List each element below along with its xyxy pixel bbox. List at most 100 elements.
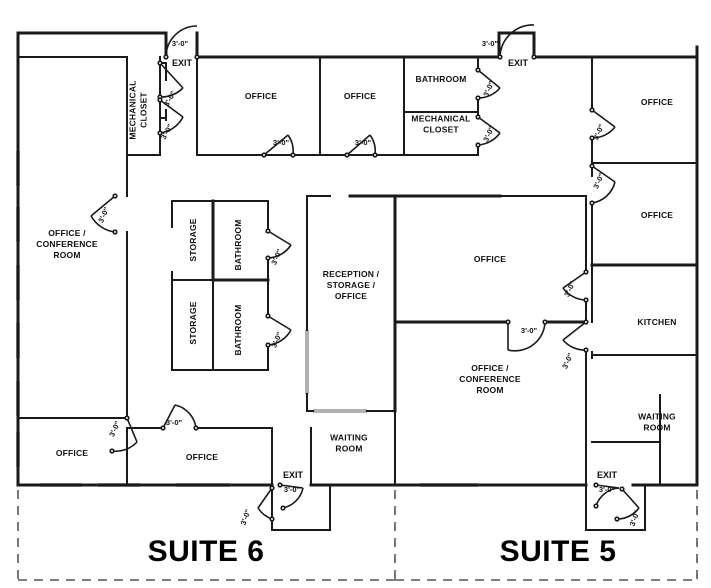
room-label-bathroom-top-right: BATHROOM (415, 74, 466, 84)
room-label-office-bottom-mid: OFFICE (186, 452, 218, 462)
suite-label-suite-6: SUITE 6 (148, 535, 265, 568)
door-office-conference-left (90, 193, 118, 235)
walls-exit-vestibule-right (585, 484, 646, 531)
room-label-waiting-room-right-line-0: WAITING (638, 412, 676, 422)
room-label-office-bottom-mid-line-0: OFFICE (186, 452, 218, 462)
room-label-office-conference-room-right-line-0: OFFICE / (471, 363, 509, 373)
room-label-office-top-2-line-0: OFFICE (344, 91, 376, 101)
room-label-office-center-right: OFFICE (474, 254, 506, 264)
exit-label-exit-top-right: EXIT (508, 58, 529, 68)
room-label-bathroom-lower: BATHROOM (233, 304, 243, 355)
room-label-reception-storage-office-line-2: OFFICE (335, 291, 367, 301)
door-office-bottom-mid (160, 404, 199, 431)
walls-bottom-left (126, 427, 273, 486)
exit-label-exit-bottom-left: EXIT (283, 470, 304, 480)
door-exit-top-right (497, 24, 537, 60)
door-office-right-1 (589, 107, 616, 141)
dimension-dim-14: 3'-0" (521, 326, 538, 335)
room-label-waiting-room-left-line-1: ROOM (335, 444, 362, 454)
dimension-dim-5: 3'-0" (273, 138, 290, 147)
interior-walls-left (17, 56, 167, 419)
door-office-right-2 (589, 163, 616, 206)
door-office-bottom-left (109, 415, 138, 454)
dimension-dim-6-line-0: 3'-0" (355, 138, 372, 147)
dimension-dim-21-line-0: 3'-0" (599, 485, 616, 494)
room-label-office-conference-room-left-line-0: OFFICE / (48, 228, 86, 238)
door-exit-bottom-right-outer (593, 482, 620, 509)
dimension-dim-19-line-0: 3'-0" (284, 485, 301, 494)
room-label-reception-storage-office-line-1: STORAGE / (327, 280, 376, 290)
room-label-reception-storage-office-line-0: RECEPTION / (323, 269, 380, 279)
room-label-office-right-1-line-0: OFFICE (641, 97, 673, 107)
room-label-office-conference-room-left-line-2: ROOM (53, 250, 80, 260)
room-label-bathroom-upper: BATHROOM (233, 219, 243, 270)
room-label-office-top-1-line-0: OFFICE (245, 91, 277, 101)
door-exit-top-left (163, 25, 200, 60)
suite-boundaries (17, 490, 698, 581)
exit-label-exit-top-left-line-0: EXIT (172, 58, 193, 68)
interior-walls-topright (403, 56, 479, 156)
room-label-mechanical-closet-right-line-1: CLOSET (423, 125, 459, 135)
dimension-dim-18-line-0: 3'-0" (166, 418, 183, 427)
door-bathroom-top-right (475, 67, 501, 101)
walls-reception-right (348, 194, 502, 413)
walls-bathroom-divider (211, 199, 270, 282)
dimension-dim-1-line-0: 3'-0" (172, 39, 189, 48)
dimension-dim-7: 3'-0" (482, 39, 499, 48)
room-label-waiting-room-left-line-0: WAITING (330, 433, 368, 443)
walls-storage-bath (171, 200, 214, 371)
room-label-office-conference-room-left-line-1: CONFERENCE (36, 239, 98, 249)
interior-walls-right (591, 56, 698, 266)
door-exit-bottom-right-inner (614, 486, 640, 522)
suite-label-suite-6-line-0: SUITE 6 (148, 535, 265, 568)
door-exit-bottom-left-outer (277, 482, 304, 511)
door-office-conference-right-lower (562, 319, 589, 353)
walls-center-right (499, 195, 587, 486)
dimension-dim-7-line-0: 3'-0" (482, 39, 499, 48)
door-mechanical-closet-left-upper (157, 60, 184, 100)
suite-label-suite-5: SUITE 5 (500, 535, 617, 568)
door-office-conference-right-upper (505, 319, 548, 352)
walls-exit-vestibule-left (271, 484, 331, 531)
room-label-office-bottom-left-line-0: OFFICE (56, 448, 88, 458)
suite-label-suite-5-line-0: SUITE 5 (500, 535, 617, 568)
room-label-office-top-2: OFFICE (344, 91, 376, 101)
room-label-storage-lower-line-0: STORAGE (188, 301, 198, 344)
room-label-office-bottom-left: OFFICE (56, 448, 88, 458)
dimension-dim-19: 3'-0" (284, 485, 301, 494)
room-label-reception-storage-office: RECEPTION /STORAGE /OFFICE (323, 269, 380, 301)
door-bathroom-lower (265, 313, 292, 348)
room-label-bathroom-top-right-line-0: BATHROOM (415, 74, 466, 84)
exit-label-exit-bottom-left-line-0: EXIT (283, 470, 304, 480)
room-label-office-right-2-line-0: OFFICE (641, 210, 673, 220)
room-label-storage-upper: STORAGE (188, 218, 198, 261)
room-label-storage-lower: STORAGE (188, 301, 198, 344)
room-label-storage-upper-line-0: STORAGE (188, 218, 198, 261)
exit-label-exit-bottom-right: EXIT (597, 470, 618, 480)
dimension-dim-6: 3'-0" (355, 138, 372, 147)
interior-walls-right-lower (591, 264, 698, 486)
room-label-office-top-1: OFFICE (245, 91, 277, 101)
room-label-waiting-room-right-line-1: ROOM (643, 423, 670, 433)
walls-bathroom-outer (212, 200, 269, 371)
room-label-mechanical-closet-left: MECHANICALCLOSET (128, 80, 149, 139)
room-label-office-right-2: OFFICE (641, 210, 673, 220)
dimension-dim-21: 3'-0" (599, 485, 616, 494)
room-label-kitchen: KITCHEN (637, 317, 676, 327)
door-mechanical-closet-right (475, 114, 501, 148)
walls-reception (306, 195, 396, 412)
room-label-bathroom-upper-line-0: BATHROOM (233, 219, 243, 270)
room-label-mechanical-closet-left-line-0: MECHANICAL (128, 80, 138, 139)
room-label-office-conference-room-right-line-2: ROOM (476, 385, 503, 395)
door-swings (90, 24, 640, 522)
room-label-office-conference-room-right-line-1: CONFERENCE (459, 374, 521, 384)
door-exit-bottom-left-inner (257, 485, 275, 522)
dimension-dim-1: 3'-0" (172, 39, 189, 48)
exit-label-exit-bottom-right-line-0: EXIT (597, 470, 618, 480)
